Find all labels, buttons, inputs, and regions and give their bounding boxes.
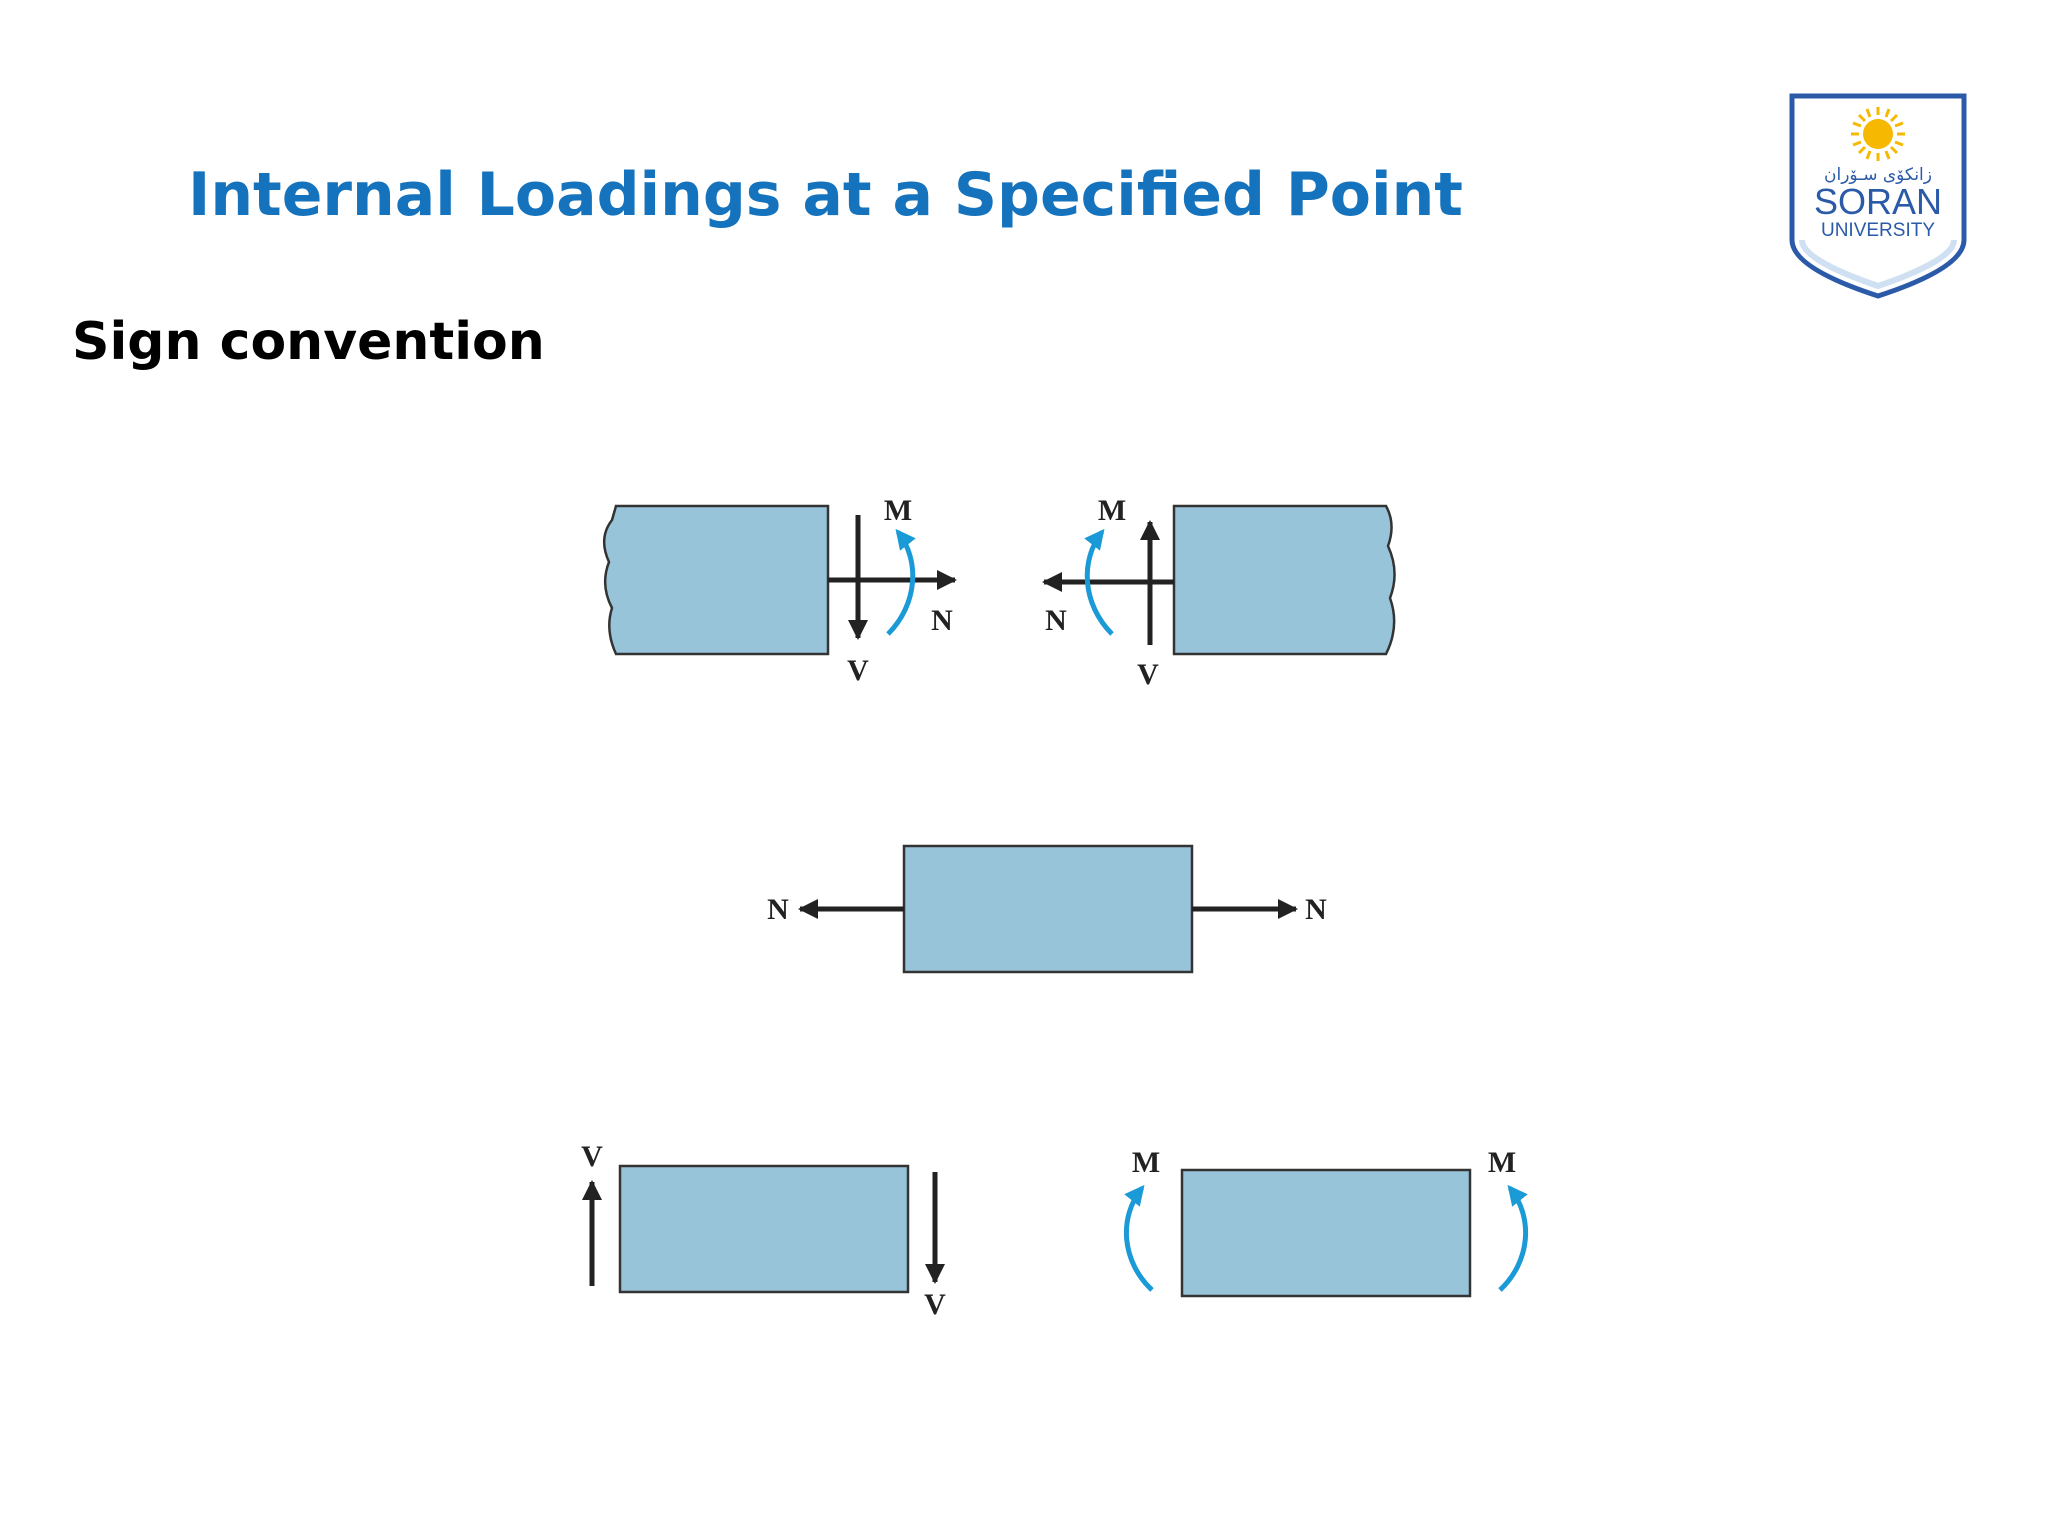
logo-name: SORAN — [1814, 181, 1942, 222]
member-element — [902, 844, 1194, 974]
soran-university-logo: زانكۆی سـۆران SORAN UNIVERSITY — [1789, 93, 1967, 299]
shear-force-convention: V V — [581, 1140, 946, 1321]
moment-label-left: M — [1132, 1146, 1160, 1179]
shear-label-right: V — [924, 1288, 946, 1321]
moment-label-right: M — [1488, 1146, 1516, 1179]
normal-force-convention: N N — [767, 844, 1327, 974]
shear-label-left: V — [581, 1140, 603, 1173]
moment-label: M — [884, 494, 912, 527]
member-segment-left — [603, 504, 830, 656]
logo-subname: UNIVERSITY — [1821, 220, 1935, 241]
normal-label-left: N — [767, 893, 789, 926]
shear-label: V — [1137, 658, 1159, 691]
member-segment-right — [1172, 504, 1396, 656]
moment-label: M — [1098, 494, 1126, 527]
sun-icon — [1851, 107, 1905, 161]
section-left-face: M N V — [1042, 494, 1396, 691]
bending-moment-convention: M M — [1123, 1146, 1529, 1298]
normal-label: N — [1045, 604, 1067, 637]
bending-moment-arrow — [886, 528, 916, 636]
slide-title: Internal Loadings at a Specified Point — [188, 160, 1463, 230]
bending-moment-arrow-left — [1123, 1184, 1154, 1292]
section-right-face: M N V — [603, 494, 957, 687]
slide-subtitle: Sign convention — [72, 312, 545, 372]
bending-moment-arrow — [1084, 528, 1114, 636]
normal-label: N — [931, 604, 953, 637]
normal-label-right: N — [1305, 893, 1327, 926]
member-element — [1180, 1168, 1472, 1298]
shear-label: V — [847, 654, 869, 687]
bending-moment-arrow-right — [1498, 1184, 1529, 1292]
member-element — [618, 1164, 910, 1294]
logo-arabic-text: زانكۆی سـۆران — [1824, 165, 1932, 185]
